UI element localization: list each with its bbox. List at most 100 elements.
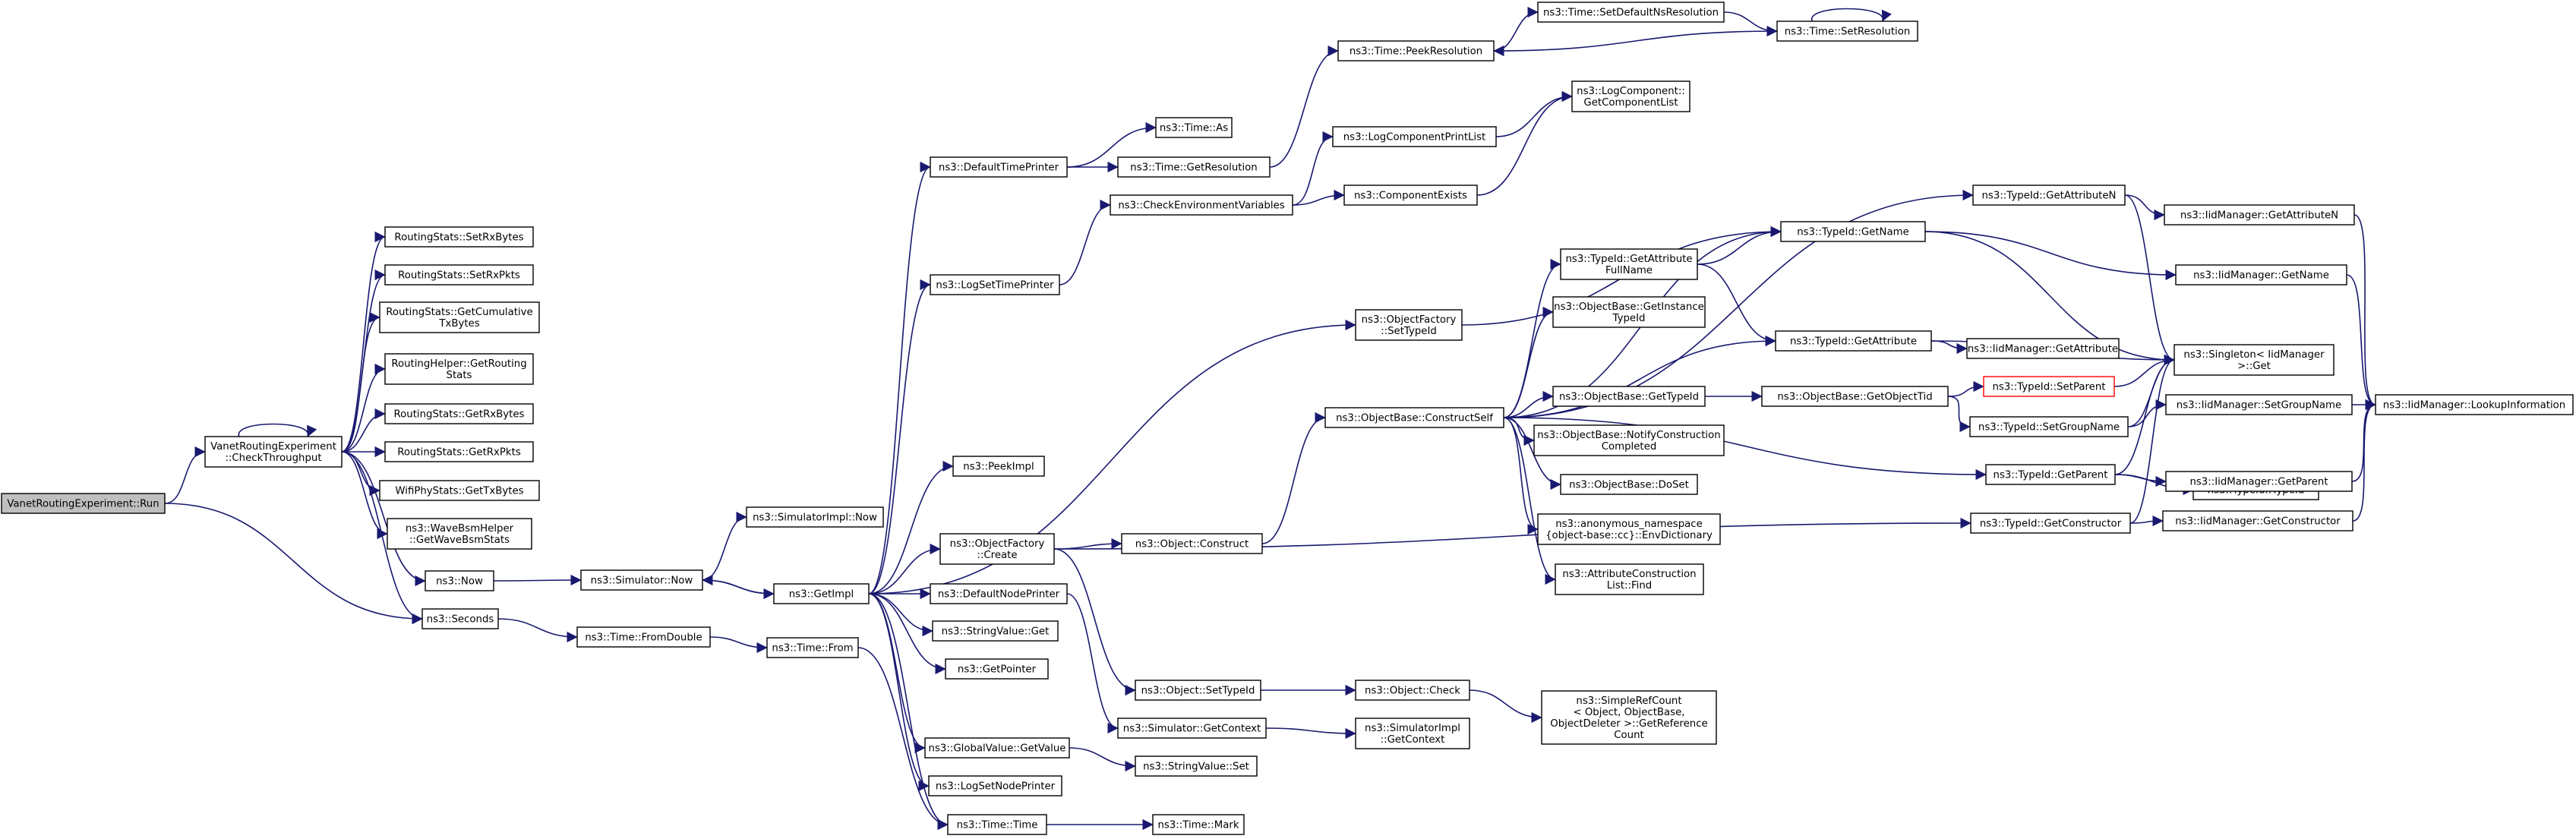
node-typeIdGetAttributeN[interactable]: ns3::TypeId::GetAttributeN xyxy=(1972,185,2126,206)
node-iidGetAttribute[interactable]: ns3::IidManager::GetAttribute xyxy=(1966,338,2120,359)
node-box xyxy=(1555,563,1704,595)
node-objConstruct[interactable]: ns3::Object::Construct xyxy=(1121,533,1263,554)
node-setDefaultNsRes[interactable]: ns3::Time::SetDefaultNsResolution xyxy=(1537,2,1725,23)
node-getObjectTid[interactable]: ns3::ObjectBase::GetObjectTid xyxy=(1761,386,1949,407)
node-label: ns3::StringValue::Set xyxy=(1143,762,1249,773)
node-label: RoutingHelper::GetRouting xyxy=(391,358,526,370)
node-objFactoryCreate[interactable]: ns3::ObjectFactory::Create xyxy=(939,533,1055,565)
node-getRxBytes[interactable]: RoutingStats::GetRxBytes xyxy=(384,403,534,424)
node-logSetNodePrinter[interactable]: ns3::LogSetNodePrinter xyxy=(928,775,1062,796)
node-label: ns3::ObjectBase::ConstructSelf xyxy=(1336,413,1493,424)
edge-iidGetConstructor-to-iidLookupInformation xyxy=(2352,399,2376,522)
edge-checkThroughput-to-checkThroughput xyxy=(238,423,317,437)
node-envDictionary[interactable]: ns3::anonymous_namespace{object-base::cc… xyxy=(1537,513,1721,545)
node-timeFrom[interactable]: ns3::Time::From xyxy=(766,637,859,658)
node-constructSelf[interactable]: ns3::ObjectBase::ConstructSelf xyxy=(1324,407,1504,428)
edge-setResolution-to-peekResolution xyxy=(1493,30,1778,57)
node-box xyxy=(1121,533,1263,554)
edge-constructSelf-to-doSet xyxy=(1503,417,1561,490)
node-logCompPrintList[interactable]: ns3::LogComponentPrintList xyxy=(1332,126,1497,147)
node-label: ns3::PeekImpl xyxy=(963,462,1034,473)
node-label: ns3::Object::Check xyxy=(1365,686,1460,697)
node-setRxBytes[interactable]: RoutingStats::SetRxBytes xyxy=(384,226,534,248)
node-typeIdGetAttribute[interactable]: ns3::TypeId::GetAttribute xyxy=(1775,330,1932,352)
node-setRxPkts[interactable]: RoutingStats::SetRxPkts xyxy=(384,264,534,285)
node-typeIdGetName[interactable]: ns3::TypeId::GetName xyxy=(1780,221,1926,242)
node-stringValueSet[interactable]: ns3::StringValue::Set xyxy=(1135,755,1258,777)
node-stringValueGet[interactable]: ns3::StringValue::Get xyxy=(932,620,1059,642)
edge-getImpl-to-simNow xyxy=(702,574,775,595)
node-peekImpl[interactable]: ns3::PeekImpl xyxy=(952,456,1045,477)
node-simImplNow[interactable]: ns3::SimulatorImpl::Now xyxy=(746,506,884,528)
node-globalValueGet[interactable]: ns3::GlobalValue::GetValue xyxy=(924,737,1070,759)
node-getComponentList[interactable]: ns3::LogComponent::GetComponentList xyxy=(1571,80,1690,112)
node-getResolution[interactable]: ns3::Time::GetResolution xyxy=(1117,156,1271,178)
node-run[interactable]: VanetRoutingExperiment::Run xyxy=(1,493,166,514)
node-getRxPkts[interactable]: RoutingStats::GetRxPkts xyxy=(384,441,534,462)
node-box xyxy=(1355,718,1470,749)
node-checkEnv[interactable]: ns3::CheckEnvironmentVariables xyxy=(1110,194,1293,216)
node-label: WifiPhyStats::GetTxBytes xyxy=(395,486,523,497)
edge-simNow-to-simImplNow xyxy=(702,511,747,581)
node-label: ns3::ObjectBase::GetObjectTid xyxy=(1777,392,1932,403)
node-box xyxy=(387,518,532,550)
node-box xyxy=(2162,510,2353,531)
node-getPointer[interactable]: ns3::GetPointer xyxy=(945,658,1049,680)
node-timeAs[interactable]: ns3::Time::As xyxy=(1155,117,1233,138)
edge-now-to-simNow xyxy=(493,574,582,586)
node-label: ns3::TypeId::GetAttribute xyxy=(1565,254,1692,265)
node-timeMark[interactable]: ns3::Time::Mark xyxy=(1152,814,1245,835)
node-notifyConstructionCompleted[interactable]: ns3::ObjectBase::NotifyConstructionCompl… xyxy=(1533,424,1725,456)
node-peekResolution[interactable]: ns3::Time::PeekResolution xyxy=(1337,40,1495,62)
node-checkThroughput[interactable]: VanetRoutingExperiment::CheckThroughput xyxy=(204,436,343,468)
node-logSetTimePrinter[interactable]: ns3::LogSetTimePrinter xyxy=(930,274,1060,295)
node-iidLookupInformation[interactable]: ns3::IidManager::LookupInformation xyxy=(2375,394,2574,415)
node-simGetContext[interactable]: ns3::Simulator::GetContext xyxy=(1117,718,1267,739)
node-label: ::SetTypeId xyxy=(1381,326,1437,337)
node-compExists[interactable]: ns3::ComponentExists xyxy=(1343,185,1478,206)
node-now[interactable]: ns3::Now xyxy=(425,570,494,591)
node-seconds[interactable]: ns3::Seconds xyxy=(421,608,499,629)
node-getWaveBsm[interactable]: ns3::WaveBsmHelper::GetWaveBsmStats xyxy=(387,518,532,550)
node-iidSetGroupName[interactable]: ns3::IidManager::SetGroupName xyxy=(2165,394,2353,415)
node-iidGetAttributeN[interactable]: ns3::IidManager::GetAttributeN xyxy=(2164,204,2355,226)
node-setParent[interactable]: ns3::TypeId::SetParent xyxy=(1983,376,2115,397)
node-objCheck[interactable]: ns3::Object::Check xyxy=(1355,680,1470,701)
edge-getImpl-to-logSetNodePrinter xyxy=(868,593,930,792)
node-simNow[interactable]: ns3::Simulator::Now xyxy=(580,569,703,591)
node-box xyxy=(1972,185,2126,206)
node-doSet[interactable]: ns3::ObjectBase::DoSet xyxy=(1560,474,1698,495)
node-label: RoutingStats::GetCumulative xyxy=(386,307,532,318)
node-defaultTimePrinter[interactable]: ns3::DefaultTimePrinter xyxy=(930,156,1068,178)
node-simpleRefCount[interactable]: ns3::SimpleRefCount< Object, ObjectBase,… xyxy=(1541,690,1717,745)
node-iidGetConstructor[interactable]: ns3::IidManager::GetConstructor xyxy=(2162,510,2353,531)
node-typeIdGetConstructor[interactable]: ns3::TypeId::GetConstructor xyxy=(1970,513,2131,534)
node-label: ns3::CheckEnvironmentVariables xyxy=(1118,200,1284,212)
node-getTxBytes[interactable]: WifiPhyStats::GetTxBytes xyxy=(379,480,540,501)
node-box xyxy=(384,403,534,424)
node-box xyxy=(1343,185,1478,206)
node-iidGetParent[interactable]: ns3::IidManager::GetParent xyxy=(2165,471,2353,492)
node-simImplGetContext[interactable]: ns3::SimulatorImpl::GetContext xyxy=(1355,718,1470,749)
node-typeIdGetParent[interactable]: ns3::TypeId::GetParent xyxy=(1985,464,2116,485)
node-label: ObjectDeleter >::GetReference xyxy=(1550,718,1707,730)
node-getImpl[interactable]: ns3::GetImpl xyxy=(773,583,870,604)
node-defaultNodePrinter[interactable]: ns3::DefaultNodePrinter xyxy=(930,583,1068,604)
node-timeTime[interactable]: ns3::Time::Time xyxy=(947,814,1047,835)
node-objBaseGetTypeId[interactable]: ns3::ObjectBase::GetTypeId xyxy=(1552,386,1706,407)
node-setResolution[interactable]: ns3::Time::SetResolution xyxy=(1776,21,1918,42)
edge-getAttrFullName-to-typeIdGetAttribute xyxy=(1697,263,1776,347)
node-iidGetName[interactable]: ns3::IidManager::GetName xyxy=(2175,264,2347,285)
node-label: ns3::Time::From xyxy=(772,643,853,654)
node-label: Completed xyxy=(1602,441,1657,453)
node-objSetTypeId[interactable]: ns3::Object::SetTypeId xyxy=(1135,680,1261,701)
node-setGroupName[interactable]: ns3::TypeId::SetGroupName xyxy=(1969,416,2129,437)
node-singletonGet[interactable]: ns3::Singleton< IidManager>::Get xyxy=(2174,344,2334,376)
node-fromDouble[interactable]: ns3::Time::FromDouble xyxy=(576,626,711,648)
node-objFactorySetTypeId[interactable]: ns3::ObjectFactory::SetTypeId xyxy=(1355,309,1463,341)
